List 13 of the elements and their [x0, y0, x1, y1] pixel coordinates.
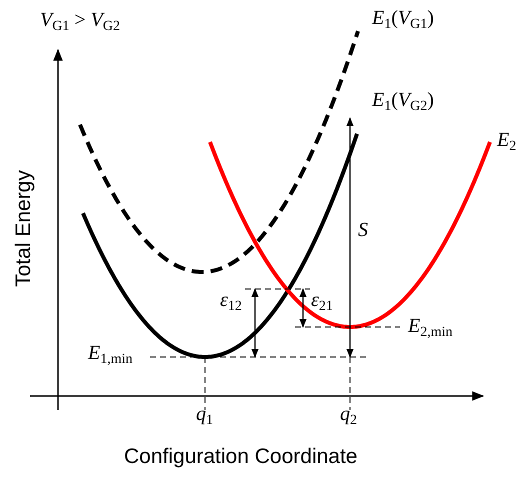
- level-label: E$_{1,min}$: [88, 343, 132, 368]
- condition-label: V$_{G1}$ > V$_{G2}$: [40, 10, 120, 34]
- dimension-label: S: [358, 220, 368, 240]
- curve-label: E$_{2}$: [497, 130, 516, 154]
- curve-label: E$_{1}$(V$_{G1}$): [372, 8, 434, 32]
- curve-label: E$_{1}$(V$_{G2}$): [372, 90, 434, 114]
- level-label: E$_{2,min}$: [408, 316, 452, 340]
- tick-label: q$_{1}$: [196, 404, 213, 428]
- axis-title: Total Energy: [12, 170, 34, 287]
- dimension-label: ε$_{12}$: [220, 290, 242, 314]
- axis-title: Configuration Coordinate: [124, 446, 358, 467]
- tick-label: q$_{2}$: [340, 404, 357, 428]
- dimension-label: ε$_{21}$: [311, 290, 333, 314]
